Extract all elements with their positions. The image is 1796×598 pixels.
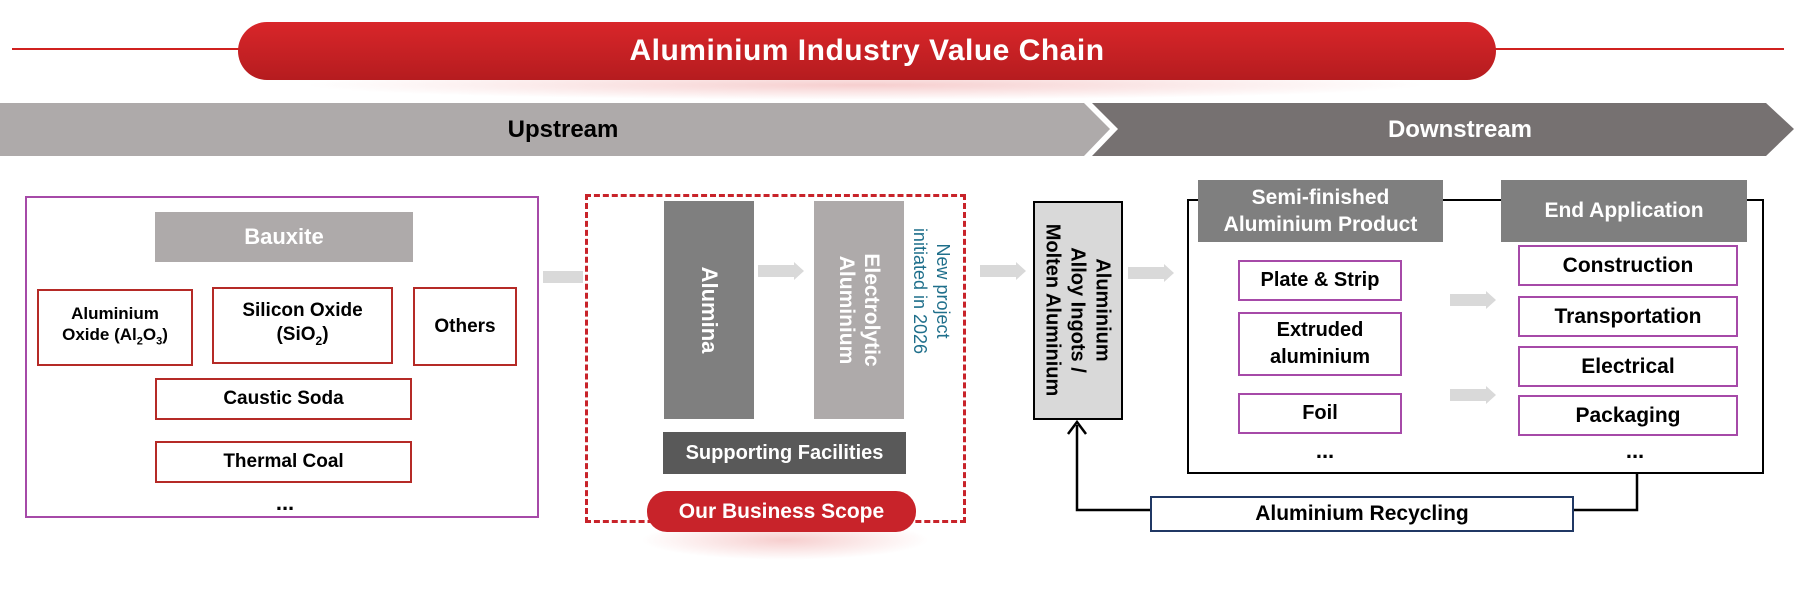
arrow-alumina-to-electrolytic bbox=[758, 262, 804, 280]
electrolytic-aluminium-box: Electrolytic Aluminium bbox=[814, 201, 904, 419]
transportation-box: Transportation bbox=[1518, 296, 1738, 337]
ingots-box: Aluminium Alloy Ingots / Molten Aluminiu… bbox=[1033, 201, 1123, 420]
silicon-oxide-box: Silicon Oxide (SiO2) bbox=[212, 287, 393, 364]
downstream-products-frame bbox=[1187, 199, 1764, 474]
thermal-coal-box: Thermal Coal bbox=[155, 441, 412, 483]
semi-finished-header-line2: Aluminium Product bbox=[1223, 213, 1418, 236]
arrow-raw-to-scope bbox=[543, 271, 583, 283]
silicon-oxide-line1: Silicon Oxide bbox=[242, 299, 363, 321]
upstream-label: Upstream bbox=[507, 115, 619, 143]
raw-materials-panel bbox=[25, 196, 539, 518]
arrow-scope-to-ingots bbox=[980, 262, 1026, 280]
alumina-box: Alumina bbox=[664, 201, 754, 419]
raw-materials-ellipsis: ... bbox=[275, 490, 295, 515]
arrow-semi-to-end-2 bbox=[1450, 386, 1496, 404]
downstream-arrow bbox=[1092, 103, 1794, 156]
others-box: Others bbox=[413, 287, 517, 366]
semi-finished-header-line1: Semi-finished bbox=[1251, 186, 1390, 209]
stream-arrows bbox=[0, 103, 1794, 156]
construction-box: Construction bbox=[1518, 245, 1738, 286]
packaging-box: Packaging bbox=[1518, 395, 1738, 436]
upstream-arrow bbox=[0, 103, 1110, 156]
aluminium-oxide-line1: Aluminium bbox=[71, 303, 159, 323]
extruded-aluminium-box: Extruded aluminium bbox=[1238, 312, 1402, 376]
foil-box: Foil bbox=[1238, 393, 1402, 434]
downstream-label: Downstream bbox=[1387, 115, 1533, 143]
business-scope-label: Our Business Scope bbox=[647, 491, 916, 532]
bauxite-header: Bauxite bbox=[155, 212, 413, 262]
electrical-box: Electrical bbox=[1518, 346, 1738, 387]
end-application-ellipsis: ... bbox=[1625, 438, 1645, 463]
title-rule-right bbox=[1490, 48, 1784, 50]
semi-finished-ellipsis: ... bbox=[1315, 438, 1335, 463]
diagram-title: Aluminium Industry Value Chain bbox=[238, 22, 1496, 80]
supporting-facilities-box: Supporting Facilities bbox=[663, 432, 906, 474]
silicon-oxide-line2: (SiO2) bbox=[276, 323, 329, 348]
aluminium-recycling-box: Aluminium Recycling bbox=[1150, 496, 1574, 532]
end-application-header: End Application bbox=[1501, 180, 1747, 242]
arrow-ingots-to-products bbox=[1128, 264, 1174, 282]
aluminium-oxide-line2: Oxide (Al2O3) bbox=[62, 324, 168, 348]
caustic-soda-box: Caustic Soda bbox=[155, 378, 412, 420]
arrow-semi-to-end-1 bbox=[1450, 291, 1496, 309]
semi-finished-header: Semi-finished Aluminium Product bbox=[1198, 180, 1443, 242]
aluminium-oxide-box: Aluminium Oxide (Al2O3) bbox=[37, 289, 193, 366]
plate-strip-box: Plate & Strip bbox=[1238, 260, 1402, 301]
title-rule-left bbox=[12, 48, 242, 50]
